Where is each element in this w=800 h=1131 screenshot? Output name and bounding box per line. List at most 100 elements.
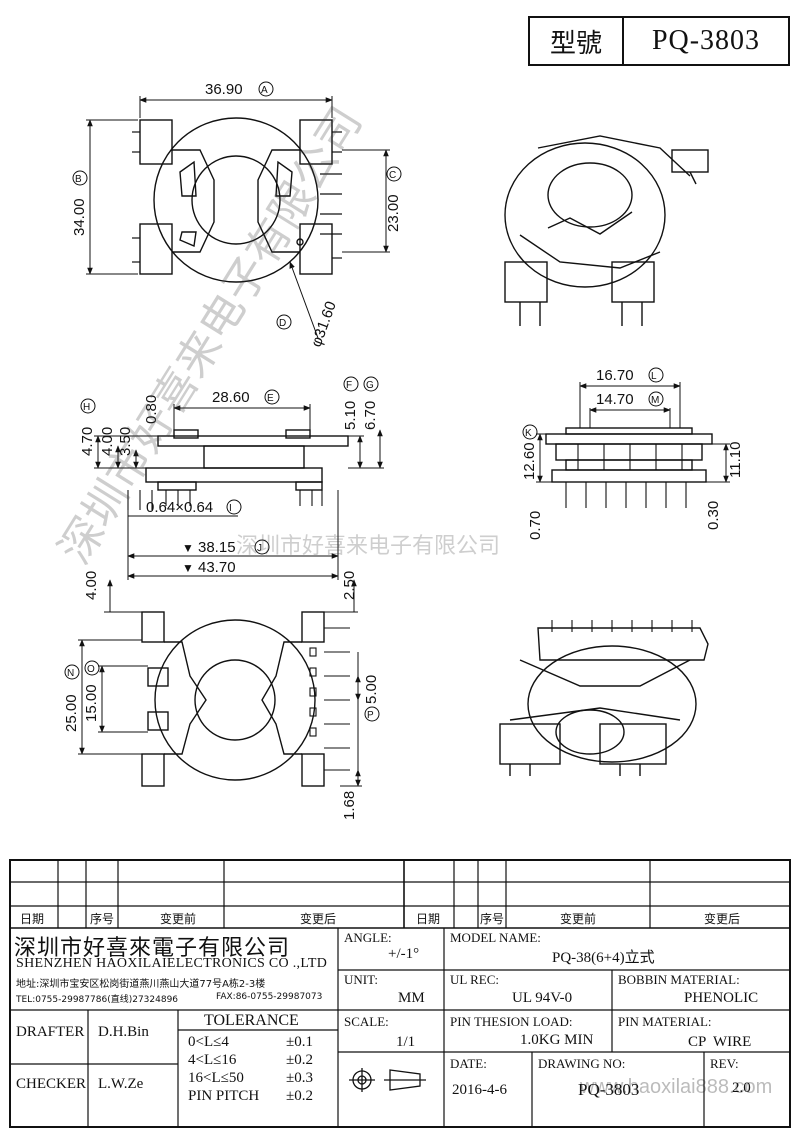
company-name-en: SHENZHEN HAOXILAIELECTRONICS CO .,LTD <box>16 956 328 971</box>
tolerance-value-4: ±0.2 <box>286 1088 313 1104</box>
isometric-view-top <box>504 135 709 326</box>
rev-header-after-1: 变更后 <box>300 912 337 926</box>
dim-k-total: 43.70 <box>198 559 236 576</box>
dim-l: 16.70 <box>596 367 634 384</box>
drafter-label: DRAFTER <box>16 1024 85 1040</box>
dim-f: 5.10 <box>342 401 359 430</box>
scale-value: 1/1 <box>396 1034 416 1050</box>
tag-b: B <box>75 174 82 185</box>
drawing-no-label: DRAWING NO: <box>538 1056 626 1071</box>
rev-header-before-1: 变更前 <box>160 912 197 926</box>
ul-rec-label: UL REC: <box>450 972 499 987</box>
tolerance-value-2: ±0.2 <box>286 1052 313 1068</box>
top-view <box>86 96 390 339</box>
ul-rec-value: UL 94V-0 <box>512 990 573 1006</box>
angle-label: ANGLE: <box>344 930 392 945</box>
rev-header-date-2: 日期 <box>416 912 441 926</box>
rev-header-date-1: 日期 <box>20 912 45 926</box>
tolerance-value-3: ±0.3 <box>286 1070 313 1086</box>
dim-q: 1.68 <box>341 791 358 820</box>
tolerance-range-2: 4<L≤16 <box>188 1052 237 1068</box>
watermark-url: www.haoxilai888.com <box>580 1076 773 1098</box>
date-label: DATE: <box>450 1056 487 1071</box>
dim-height: 34.00 <box>71 198 88 236</box>
tolerance-title: TOLERANCE <box>204 1012 299 1029</box>
side-view <box>94 404 384 580</box>
svg-text:M: M <box>651 395 659 406</box>
bobbin-material-value: PHENOLIC <box>684 990 759 1006</box>
rev-value: 2.0 <box>732 1080 751 1096</box>
svg-text:J: J <box>257 543 262 554</box>
dim-a2: 3.50 <box>117 427 134 456</box>
dim-a1: 4.00 <box>99 427 116 456</box>
unit-value: MM <box>398 990 425 1006</box>
dim-pin: 0.64×0.64 <box>146 499 213 516</box>
watermark-horizontal: 深圳市好喜来电子有限公司 <box>236 534 501 559</box>
svg-text:L: L <box>651 371 657 382</box>
svg-text:▼: ▼ <box>182 561 194 575</box>
bottom-view <box>78 579 362 787</box>
dim-j: 38.15 <box>198 539 236 556</box>
pin-material-value: CP WIRE <box>688 1034 752 1050</box>
company-name-cn: 深圳市好喜來電子有限公司 <box>14 936 291 961</box>
technical-drawing: 36.90 A 34.00 B 23.00 C φ31.60 D <box>63 81 744 820</box>
model-value: PQ-3803 <box>651 25 761 56</box>
tolerance-range-1: 0<L≤4 <box>188 1034 229 1050</box>
dim-m: 14.70 <box>596 391 634 408</box>
dim-n: 25.00 <box>63 694 80 732</box>
pin-load-label: PIN THESION LOAD: <box>450 1014 573 1029</box>
dim-width: 36.90 <box>205 81 243 98</box>
svg-text:▼: ▼ <box>182 541 194 555</box>
dim-a3: 0.80 <box>143 395 160 424</box>
tag-d: D <box>279 318 286 329</box>
isometric-view-bottom <box>499 620 709 776</box>
model-label: 型號 <box>530 18 624 64</box>
svg-text:N: N <box>67 668 74 679</box>
scale-label: SCALE: <box>344 1014 389 1029</box>
dim-b1: 0.70 <box>527 511 544 540</box>
dim-e: 28.60 <box>212 389 250 406</box>
dim-g: 6.70 <box>362 401 379 430</box>
pin-material-label: PIN MATERIAL: <box>618 1014 712 1029</box>
company-address: 地址:深圳市宝安区松岗街道燕川燕山大道77号A栋2-3楼 <box>16 979 266 990</box>
dim-o: 15.00 <box>83 684 100 722</box>
unit-label: UNIT: <box>344 972 379 987</box>
svg-text:K: K <box>525 428 532 439</box>
rev-header-after-2: 变更后 <box>704 912 741 926</box>
model-name-label: MODEL NAME: <box>450 930 541 945</box>
dim-k: 12.60 <box>521 442 538 480</box>
drawing-no-value: PQ-3803 <box>578 1080 640 1099</box>
svg-text:H: H <box>83 402 90 413</box>
tag-c: C <box>389 170 396 181</box>
svg-text:O: O <box>87 664 95 675</box>
checker-label: CHECKER <box>16 1076 87 1092</box>
end-view <box>536 382 730 508</box>
checker-value: L.W.Ze <box>98 1076 144 1092</box>
tolerance-value-1: ±0.1 <box>286 1034 313 1050</box>
pin-load-value: 1.0KG MIN <box>520 1032 594 1048</box>
dim-right-gap: 2.50 <box>341 571 358 600</box>
dim-h: 4.70 <box>79 427 96 456</box>
tolerance-range-4: PIN PITCH <box>188 1088 260 1104</box>
bottom-view-labels: 25.00 N 15.00 O 5.00 P 1.68 <box>63 660 380 820</box>
side-view-labels: 28.60 E 4.70 H 4.00 3.50 0.80 5.10 F 6.7… <box>79 376 379 600</box>
dim-left-gap: 4.00 <box>83 571 100 600</box>
dim-inner: 23.00 <box>385 194 402 232</box>
rev-header-before-2: 变更前 <box>560 912 597 926</box>
tag-a: A <box>261 85 268 96</box>
dim-r: 11.10 <box>727 442 744 478</box>
dim-p: 5.00 <box>363 675 380 704</box>
rev-label: REV: <box>710 1056 739 1071</box>
title-block-grid <box>9 859 791 1128</box>
model-title-box: 型號 PQ-3803 <box>528 16 790 66</box>
bobbin-material-label: BOBBIN MATERIAL: <box>618 972 740 987</box>
model-name-value: PQ-38(6+4)立式 <box>552 950 655 966</box>
svg-text:I: I <box>229 503 232 514</box>
company-fax: FAX:86-0755-29987073 <box>216 992 323 1002</box>
dim-b2: 0.30 <box>705 501 722 530</box>
date-value: 2016-4-6 <box>452 1082 507 1098</box>
end-view-labels: 16.70 L 14.70 M 12.60 K 11.10 0.70 0.30 <box>521 367 744 540</box>
drafter-value: D.H.Bin <box>98 1024 149 1040</box>
company-tel: TEL:0755-29987786(直线)27324896 <box>16 995 179 1005</box>
svg-text:E: E <box>267 393 274 404</box>
